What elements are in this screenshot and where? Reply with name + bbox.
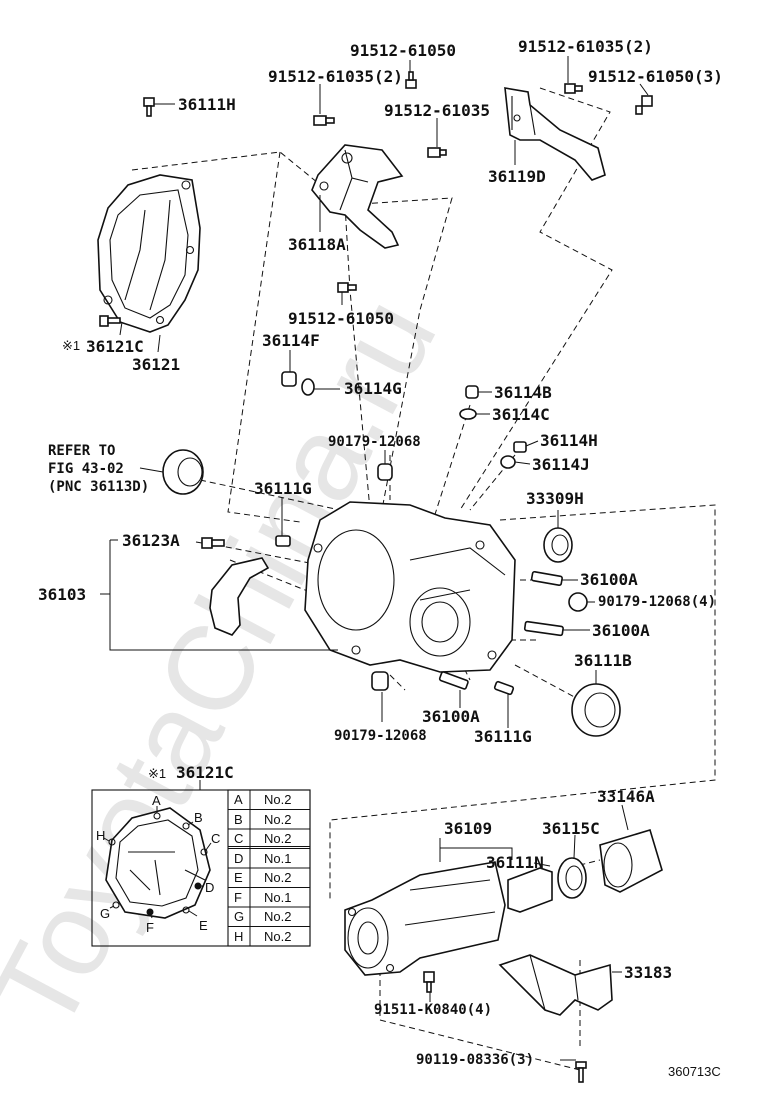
label-36111h: 36111H <box>178 95 236 114</box>
label-91512-61050-top: 91512-61050 <box>350 41 456 60</box>
bracket-bolts <box>313 71 653 293</box>
label-36103: 36103 <box>38 585 86 604</box>
label-36114j: 36114J <box>532 455 590 474</box>
label-91512-61035-2-left: 91512-61035(2) <box>268 67 403 86</box>
label-33146a: 33146A <box>597 787 655 806</box>
detail-letter-c: C <box>211 831 220 846</box>
detail-letter-b: B <box>194 810 203 825</box>
detail-letter-a: A <box>152 793 161 808</box>
half-ring-36123a <box>201 535 291 636</box>
table-row-h-pos: H <box>234 929 243 944</box>
bottom-bolts <box>423 971 587 1083</box>
bolt-36111h <box>143 97 155 117</box>
bolt-36121c <box>99 315 121 327</box>
part-labels: 91512-61050 91512-61035(2) 91512-61035 9… <box>38 37 723 1079</box>
table-row-d-spec: No.1 <box>264 851 291 866</box>
table-row-a-pos: A <box>234 792 243 807</box>
label-33183: 33183 <box>624 963 672 982</box>
label-91512-61050-mid: 91512-61050 <box>288 309 394 328</box>
label-36114b: 36114B <box>494 383 552 402</box>
label-90179-12068-4: 90179-12068(4) <box>598 594 716 610</box>
label-36121c-note: 36121C <box>86 337 144 356</box>
table-row-g-spec: No.2 <box>264 909 291 924</box>
label-36111b: 36111B <box>574 651 632 670</box>
detail-letter-d: D <box>205 880 214 895</box>
bracket-36118a <box>311 144 404 249</box>
table-row-f-pos: F <box>234 890 242 905</box>
label-36100a-b: 36100A <box>592 621 650 640</box>
oil-seal-refer <box>162 449 204 495</box>
table-row-c-spec: No.2 <box>264 831 291 846</box>
table-row-f-spec: No.1 <box>264 890 291 905</box>
label-36121: 36121 <box>132 355 180 374</box>
label-91511-k0840-4: 91511-K0840(4) <box>374 1002 492 1018</box>
side-cover-36121 <box>97 174 201 333</box>
label-36114g: 36114G <box>344 379 402 398</box>
table-row-b-spec: No.2 <box>264 812 291 827</box>
label-90179-12068-a: 90179-12068 <box>328 434 421 450</box>
label-36114f: 36114F <box>262 331 320 350</box>
label-36118a: 36118A <box>288 235 346 254</box>
table-row-e-pos: E <box>234 870 243 885</box>
leader-lines <box>100 56 649 1061</box>
label-36123a: 36123A <box>122 531 180 550</box>
table-row-g-pos: G <box>234 909 244 924</box>
table-row-c-pos: C <box>234 831 243 846</box>
label-90179-12068-b: 90179-12068 <box>334 728 427 744</box>
figure-code: 360713C <box>668 1064 721 1079</box>
extension-housing-36109 <box>344 861 506 976</box>
table-row-h-spec: No.2 <box>264 929 291 944</box>
label-91512-61035: 91512-61035 <box>384 101 490 120</box>
label-36114h: 36114H <box>540 431 598 450</box>
detail-36121c: ※1 36121C A B C D E F G H <box>91 763 311 947</box>
label-36111g-a: 36111G <box>254 479 312 498</box>
label-36111g-b: 36111G <box>474 727 532 746</box>
label-91512-61050-3: 91512-61050(3) <box>588 67 723 86</box>
label-36114c: 36114C <box>492 405 550 424</box>
refer-to-line-3: (PNC 36113D) <box>48 479 149 495</box>
bracket-36119d <box>504 87 606 181</box>
studs-36100a <box>371 570 588 696</box>
label-36100a-a: 36100A <box>580 570 638 589</box>
table-row-a-spec: No.2 <box>264 792 291 807</box>
label-36111n: 36111N <box>486 853 544 872</box>
label-36119d: 36119D <box>488 167 546 186</box>
bolt-table: A No.2 B No.2 C No.2 D No.1 E No.2 F No.… <box>227 789 311 947</box>
label-33309h: 33309H <box>526 489 584 508</box>
detail-letter-e: E <box>199 918 208 933</box>
label-90119-08336-3: 90119-08336(3) <box>416 1052 534 1068</box>
table-row-d-pos: D <box>234 851 243 866</box>
bushing-seal-cover <box>507 829 663 913</box>
label-36100a-c: 36100A <box>422 707 480 726</box>
refer-to-line-2: FIG 43-02 <box>48 461 124 477</box>
transfer-case-36103 <box>304 501 516 673</box>
detail-letter-f: F <box>146 920 154 935</box>
label-36115c: 36115C <box>542 819 600 838</box>
detail-letter-g: G <box>100 906 110 921</box>
label-36109: 36109 <box>444 819 492 838</box>
refer-to-line-1: REFER TO <box>48 443 115 459</box>
note-mark-1: ※1 <box>62 338 80 353</box>
detail-letter-h: H <box>96 828 105 843</box>
bracket-33183 <box>498 954 613 1016</box>
detail-title: 36121C <box>176 763 234 782</box>
label-91512-61035-2-right: 91512-61035(2) <box>518 37 653 56</box>
seals <box>543 527 621 737</box>
plugs-washers <box>281 371 527 481</box>
detail-note-mark: ※1 <box>148 766 166 781</box>
table-row-b-pos: B <box>234 812 243 827</box>
table-row-e-spec: No.2 <box>264 870 291 885</box>
